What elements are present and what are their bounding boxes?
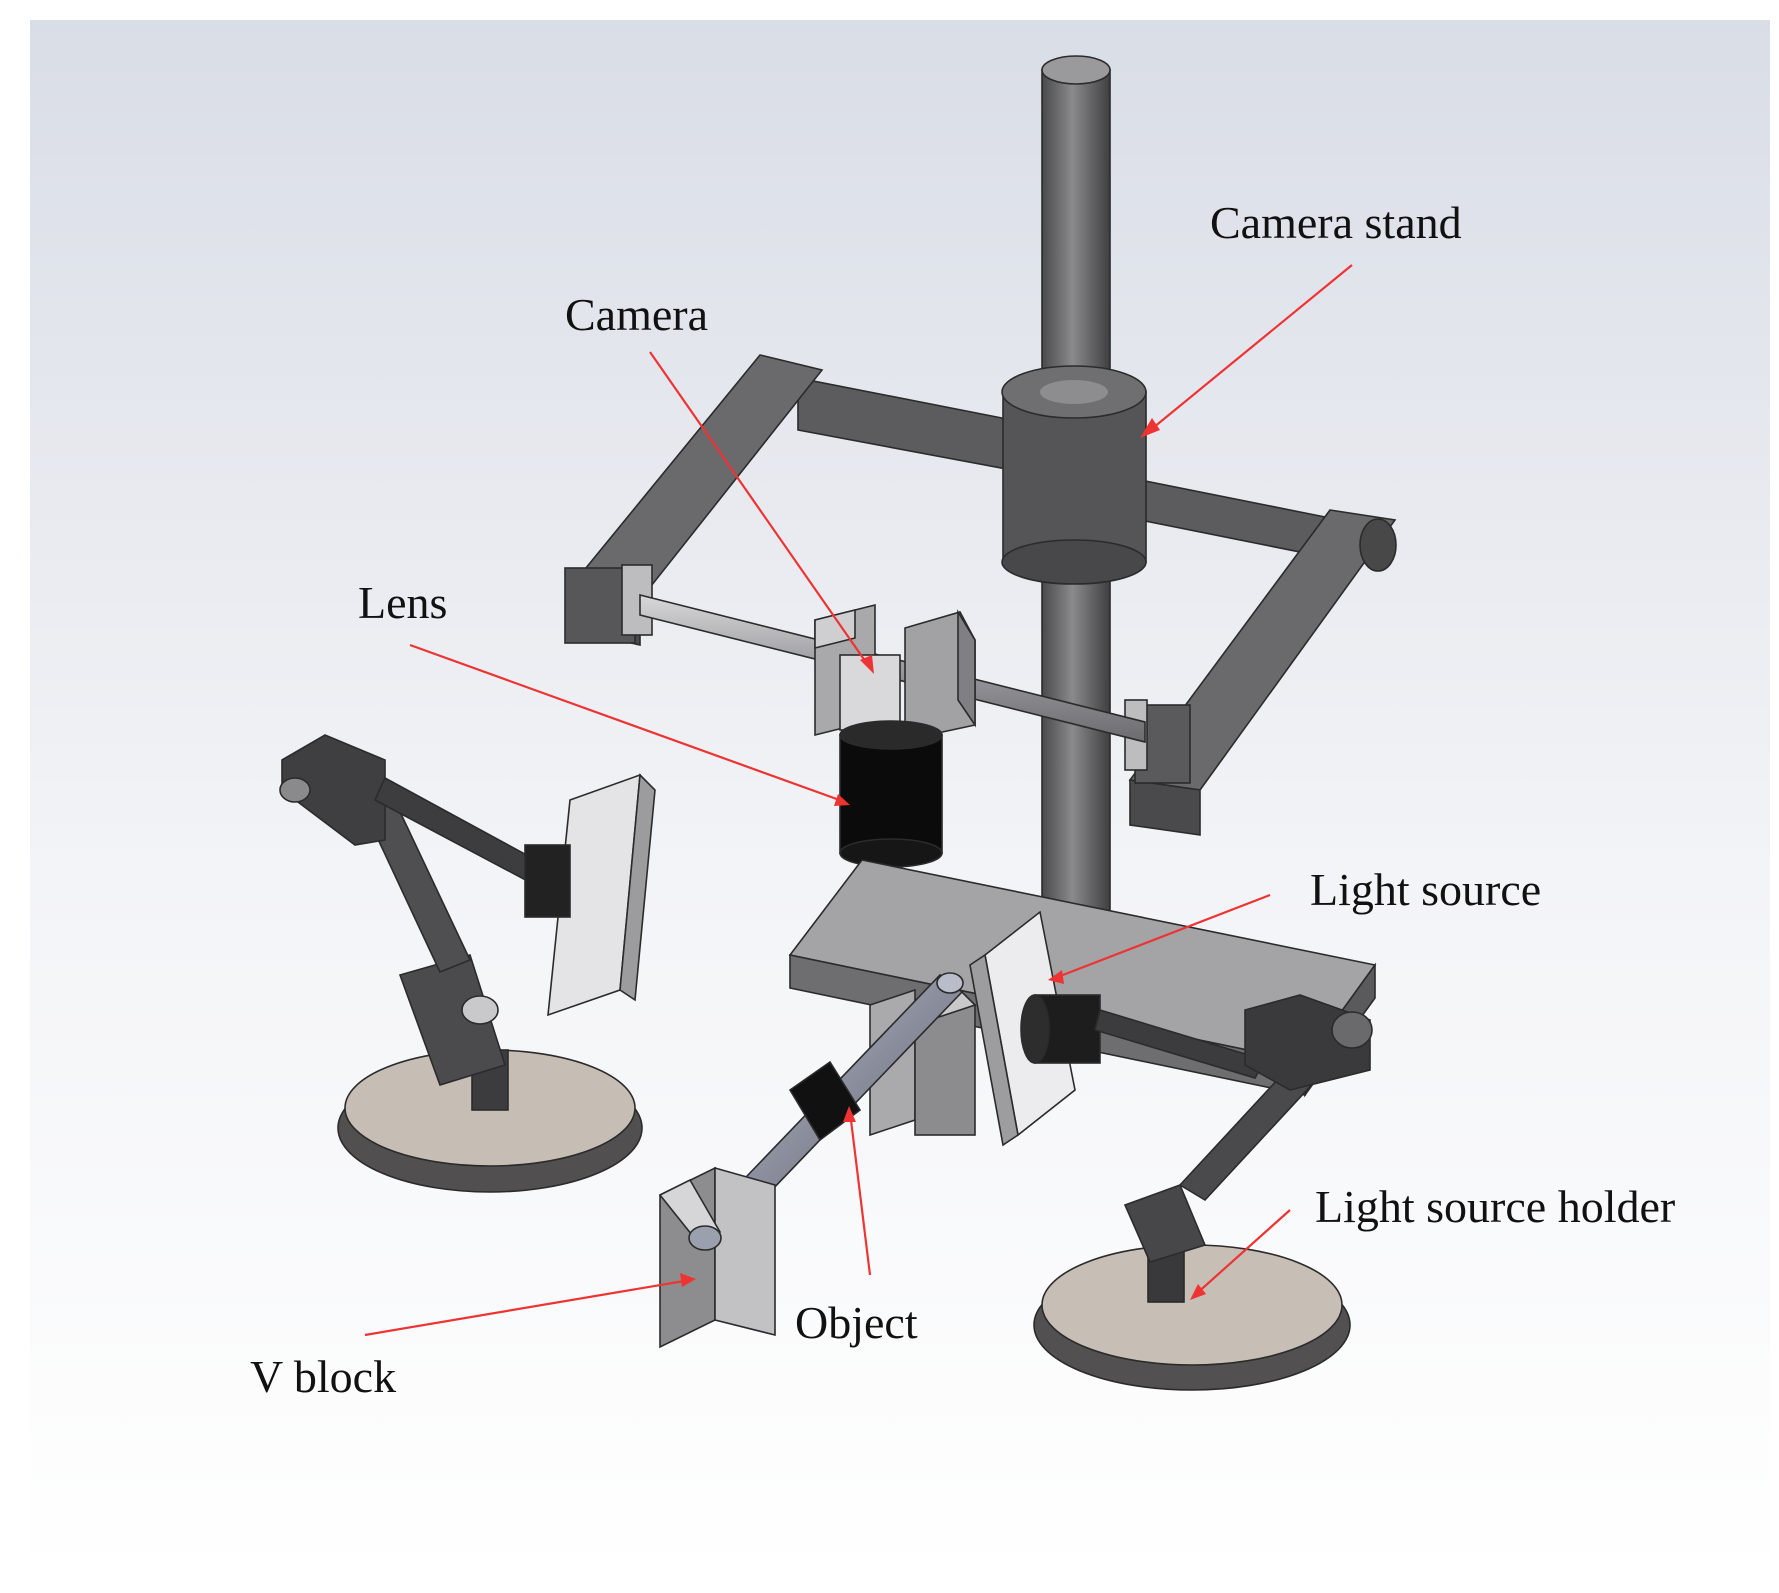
leader-camera [649, 351, 871, 669]
label-lens: Lens [358, 577, 447, 628]
arrowhead-light-source [1048, 970, 1064, 984]
leader-v-block [364, 1278, 691, 1337]
label-v-block: V block [250, 1351, 396, 1402]
arrowhead-lens [834, 794, 850, 806]
leader-object [848, 1111, 872, 1276]
label-camera: Camera [565, 289, 708, 340]
arrowhead-light-source-holder [1190, 1284, 1206, 1300]
lens [839, 720, 943, 868]
camera-body [814, 603, 976, 741]
arrowhead-camera-stand [1140, 418, 1160, 438]
leader-light-source-holder [1194, 1209, 1291, 1296]
leader-lines [364, 264, 1353, 1337]
v-block [658, 1166, 776, 1349]
arrowhead-camera [860, 655, 874, 674]
leader-camera-stand [1147, 264, 1353, 433]
label-light-source: Light source [1310, 864, 1541, 915]
arrowhead-v-block [680, 1273, 696, 1287]
arrowhead-object [843, 1106, 856, 1122]
labels: Camera stand Camera Lens Light source Li… [250, 197, 1675, 1402]
camera-stand-frame [564, 354, 1397, 836]
right-light-holder [1033, 994, 1373, 1391]
leader-light-source [1054, 893, 1271, 980]
left-light-source [547, 773, 656, 1017]
label-camera-stand: Camera stand [1210, 197, 1462, 248]
left-light-holder [279, 734, 643, 1193]
label-object: Object [795, 1297, 918, 1348]
label-light-source-holder: Light source holder [1315, 1181, 1675, 1232]
leader-lens [409, 643, 846, 804]
